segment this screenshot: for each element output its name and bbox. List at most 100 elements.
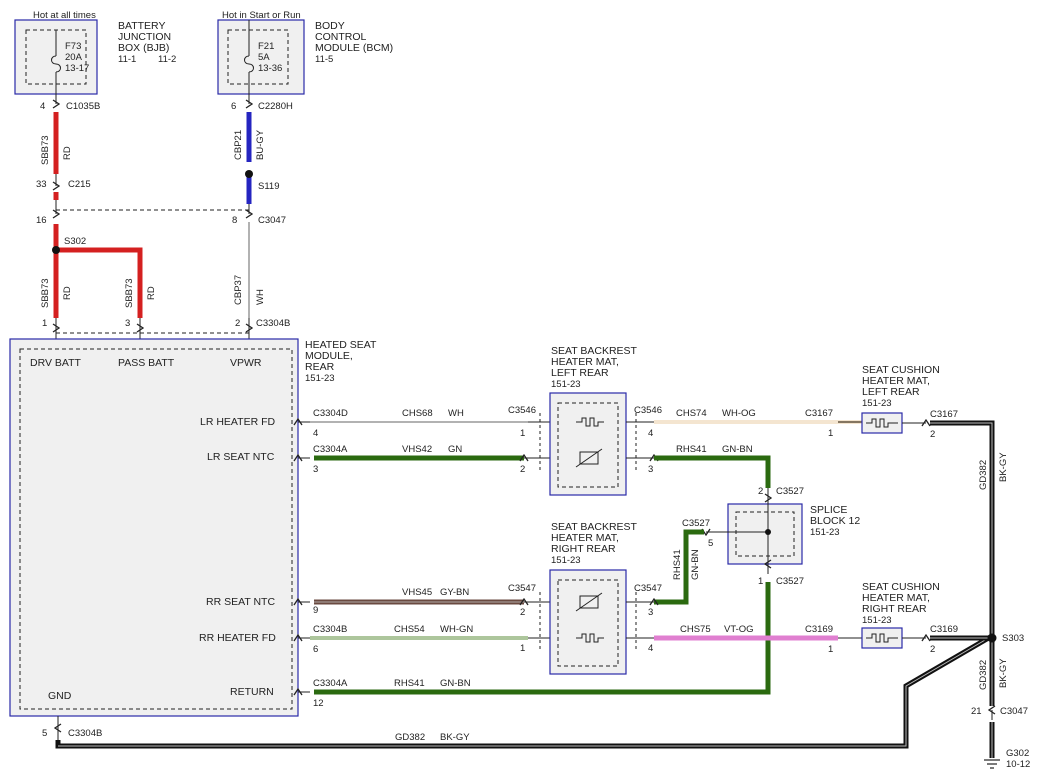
fuse-f21-rating: 5A bbox=[258, 52, 270, 63]
pass-batt-label: PASS BATT bbox=[118, 357, 175, 369]
c3304b-top-label: C3304B bbox=[256, 318, 290, 329]
c3527-bottom-label: C3527 bbox=[776, 576, 804, 587]
vhs45-circuit: VHS45 bbox=[402, 587, 432, 598]
splice-s302 bbox=[52, 246, 60, 254]
gd382-upper-circuit: GD382 bbox=[978, 460, 989, 490]
c3167-right-label: C3167 bbox=[930, 409, 958, 420]
sbb73-upper-color: RD bbox=[62, 146, 73, 160]
c2280h-label: C2280H bbox=[258, 101, 293, 112]
rr-heater-fd-label: RR HEATER FD bbox=[199, 632, 276, 644]
splice-pin-2-label: 2 bbox=[758, 486, 763, 497]
module-title-2: MODULE, bbox=[305, 350, 353, 362]
c3546-pin-4-label: 4 bbox=[648, 428, 653, 439]
bjb-title-3: BOX (BJB) bbox=[118, 42, 169, 54]
pin-pass-label: 3 bbox=[125, 318, 130, 329]
c215-pin-label: 33 bbox=[36, 179, 47, 190]
gd382-bottom-color: BK-GY bbox=[440, 732, 470, 743]
c3527-top-label: C3527 bbox=[776, 486, 804, 497]
wire-rhs41-rr bbox=[654, 529, 704, 605]
rhs41-rr-color: GN-BN bbox=[690, 549, 701, 580]
c3547-pin-4-label: 4 bbox=[648, 643, 653, 654]
c3547-pin-3-label: 3 bbox=[648, 607, 653, 618]
heated-seat-module: HEATED SEAT MODULE, REAR 151-23 DRV BATT… bbox=[9, 338, 377, 717]
c3547-right-label: C3547 bbox=[634, 583, 662, 594]
pin-4-label: 4 bbox=[40, 101, 45, 112]
chs54-circuit: CHS54 bbox=[394, 624, 425, 635]
c3546-pin-3-label: 3 bbox=[648, 464, 653, 475]
rc-page: 151-23 bbox=[862, 615, 892, 626]
lr-heater-fd-label: LR HEATER FD bbox=[200, 416, 275, 428]
left-mat-title-3: LEFT REAR bbox=[551, 367, 609, 379]
ground-path: S303 GD382 BK-GY GD382 BK-GY 21 C3047 G3… bbox=[930, 420, 1030, 770]
gd382-lower-circuit: GD382 bbox=[978, 660, 989, 690]
chs75-circuit: CHS75 bbox=[680, 624, 711, 635]
bcm-box bbox=[217, 19, 305, 95]
c3304d-label: C3304D bbox=[313, 408, 348, 419]
c215-label: C215 bbox=[68, 179, 91, 190]
rhs41-rr-circuit: RHS41 bbox=[672, 549, 683, 580]
fuse-f73-rating: 20A bbox=[65, 52, 83, 63]
vpwr-label: VPWR bbox=[230, 357, 262, 369]
cbp37-circuit: CBP37 bbox=[233, 275, 244, 305]
fuse-f21-page: 13-36 bbox=[258, 63, 282, 74]
splice-title-1: SPLICE bbox=[810, 504, 847, 516]
fuse-f21-name: F21 bbox=[258, 41, 274, 52]
c3546-left-label: C3546 bbox=[508, 405, 536, 416]
c3304b-rr-label: C3304B bbox=[313, 624, 347, 635]
heater-element-icon-rr bbox=[576, 633, 604, 643]
pin-vpwr-label: 2 bbox=[235, 318, 240, 329]
left-mat-title-1: SEAT BACKREST bbox=[551, 345, 638, 357]
c3169-pin-2-label: 2 bbox=[930, 644, 935, 655]
vhs45-color: GY-BN bbox=[440, 587, 469, 598]
rhs41-return-circuit: RHS41 bbox=[394, 678, 425, 689]
sbb73-upper-circuit: SBB73 bbox=[40, 135, 51, 165]
splice-junction-dot bbox=[765, 529, 771, 535]
c3169-left-label: C3169 bbox=[805, 624, 833, 635]
wire-rhs41-return bbox=[314, 582, 771, 695]
bcm-title-1: BODY bbox=[315, 20, 345, 32]
gd382-upper-color: BK-GY bbox=[998, 452, 1009, 482]
lc-page: 151-23 bbox=[862, 398, 892, 409]
bjb-source: Hot at all times F73 20A 13-17 BATTERY J… bbox=[14, 10, 176, 95]
module-title-page: 151-23 bbox=[305, 373, 335, 384]
chs68-circuit: CHS68 bbox=[402, 408, 433, 419]
pin-drv-label: 1 bbox=[42, 318, 47, 329]
bcm-title-2: CONTROL bbox=[315, 31, 366, 43]
c3167-pin-2-label: 2 bbox=[930, 429, 935, 440]
rhs41-lr-color: GN-BN bbox=[722, 444, 753, 455]
splice-pin-5-label: 5 bbox=[708, 538, 713, 549]
rr-seat-ntc-label: RR SEAT NTC bbox=[206, 596, 275, 608]
chs54-color: WH-GN bbox=[440, 624, 473, 635]
c3546-pin-2-label: 2 bbox=[520, 464, 525, 475]
right-mat-title-2: HEATER MAT, bbox=[551, 532, 619, 544]
vhs42-color: GN bbox=[448, 444, 462, 455]
sbb73-pass-circuit: SBB73 bbox=[124, 278, 135, 308]
pin-6-label: 6 bbox=[231, 101, 236, 112]
c1035b-label: C1035B bbox=[66, 101, 100, 112]
sbb73-drv-color: RD bbox=[62, 286, 73, 300]
rhs41-return-color: GN-BN bbox=[440, 678, 471, 689]
c3304a-return-label: C3304A bbox=[313, 678, 348, 689]
module-box bbox=[9, 338, 299, 717]
vhs45-pin-label: 9 bbox=[313, 605, 318, 616]
ground-symbol-icon bbox=[984, 759, 1000, 769]
gnd-label: GND bbox=[48, 690, 72, 702]
hot-in-start-label: Hot in Start or Run bbox=[222, 10, 301, 21]
thermistor-icon bbox=[579, 451, 599, 465]
c3047-pin-21-label: 21 bbox=[971, 706, 982, 717]
bjb-title-2: JUNCTION bbox=[118, 31, 171, 43]
sbb73-drv-circuit: SBB73 bbox=[40, 278, 51, 308]
heater-element-icon-rc bbox=[866, 633, 898, 643]
left-mat-page: 151-23 bbox=[551, 379, 581, 390]
chs75-color: VT-OG bbox=[724, 624, 754, 635]
bjb-page-1: 11-1 bbox=[118, 54, 136, 65]
c3547-pin-2-label: 2 bbox=[520, 607, 525, 618]
thermistor-icon-rr bbox=[579, 595, 599, 609]
c3527-side-label: C3527 bbox=[682, 518, 710, 529]
right-backrest-heater-mat: SEAT BACKREST HEATER MAT, RIGHT REAR 151… bbox=[539, 521, 662, 675]
lc-title-3: LEFT REAR bbox=[862, 386, 920, 398]
c3047-ground-label: C3047 bbox=[1000, 706, 1028, 717]
cbp37-color: WH bbox=[255, 289, 266, 305]
chs68-pin-label: 4 bbox=[313, 428, 318, 439]
